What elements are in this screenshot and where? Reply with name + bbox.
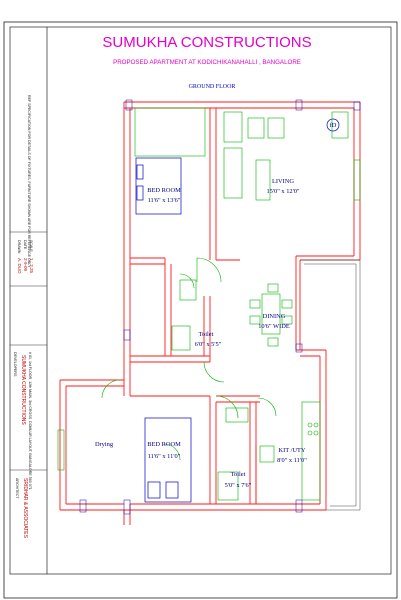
side-note: REF SPECIFICATION FOR DETAILS OF FIXTURE… <box>27 95 31 268</box>
room-size-toilet-1: 6'0" x 5'5" <box>195 341 222 348</box>
date-label: DATE <box>23 240 27 250</box>
sheet-outer-border <box>3 21 398 599</box>
doors <box>101 257 277 461</box>
room-name-toilet-1: Toilet <box>199 331 214 338</box>
room-name-toilet-2: Toilet <box>231 471 246 478</box>
room-name-living: LIVING <box>272 178 294 185</box>
room-size-bed-1: 11'6" x 13'6" <box>148 197 181 204</box>
date-value: 2-9-09 <box>23 258 28 272</box>
bed-2 <box>144 417 192 503</box>
room-size-dining: 10'6" WIDE <box>258 323 290 330</box>
room-name-bed-1: BED ROOM <box>147 187 181 194</box>
floor-label: GROUND FLOOR <box>189 84 236 90</box>
scale-label: SCALE <box>29 240 33 252</box>
drawn-label: DRAWN <box>17 240 21 254</box>
bed-1 <box>135 157 182 215</box>
walls <box>59 101 361 525</box>
company-title: SUMUKHA CONSTRUCTIONS <box>102 34 311 51</box>
room-labels: BED ROOM 11'6" x 13'6" LIVING 15'0" x 12… <box>95 122 337 489</box>
architect-name: SRIDHAR & ASSOCIATES <box>22 478 28 539</box>
room-size-living: 15'0" x 12'0" <box>266 188 299 195</box>
architect-label: ARCHITECT <box>15 478 19 499</box>
drawn-value: A. DUO <box>17 258 22 274</box>
room-name-bed-2: BED ROOM <box>147 441 181 448</box>
side-panel: REF SPECIFICATION FOR DETAILS OF FIXTURE… <box>13 95 34 539</box>
furniture <box>135 118 340 503</box>
room-size-toilet-2: 5'0" x 7'6" <box>225 482 252 489</box>
columns <box>79 99 361 515</box>
company-address: # 81, 1st FLOOR, 12th MAIN, 3rd CROSS, D… <box>28 352 32 490</box>
company-name-side: SUMUKHA CONSTRUCTIONS <box>20 355 26 425</box>
fixtures <box>57 107 361 501</box>
room-size-bed-2: 11'6" x 11'0" <box>148 453 181 460</box>
fridge-label: fD <box>330 122 337 129</box>
room-size-kitchen: 8'0" x 11'0" <box>277 457 307 464</box>
project-subtitle: PROPOSED APARTMENT AT KODICHIKANAHALLI ,… <box>113 59 301 66</box>
sheet-inner-border <box>9 26 392 575</box>
scale-value: 1 : 2.25 <box>29 258 34 274</box>
room-name-drying: Drying <box>95 441 114 448</box>
room-name-kitchen: KIT /UTY <box>278 447 305 454</box>
developers-label: DEVELOPERS <box>13 352 17 377</box>
room-name-dining: DINING <box>263 313 286 320</box>
balcony-outline <box>300 259 361 511</box>
